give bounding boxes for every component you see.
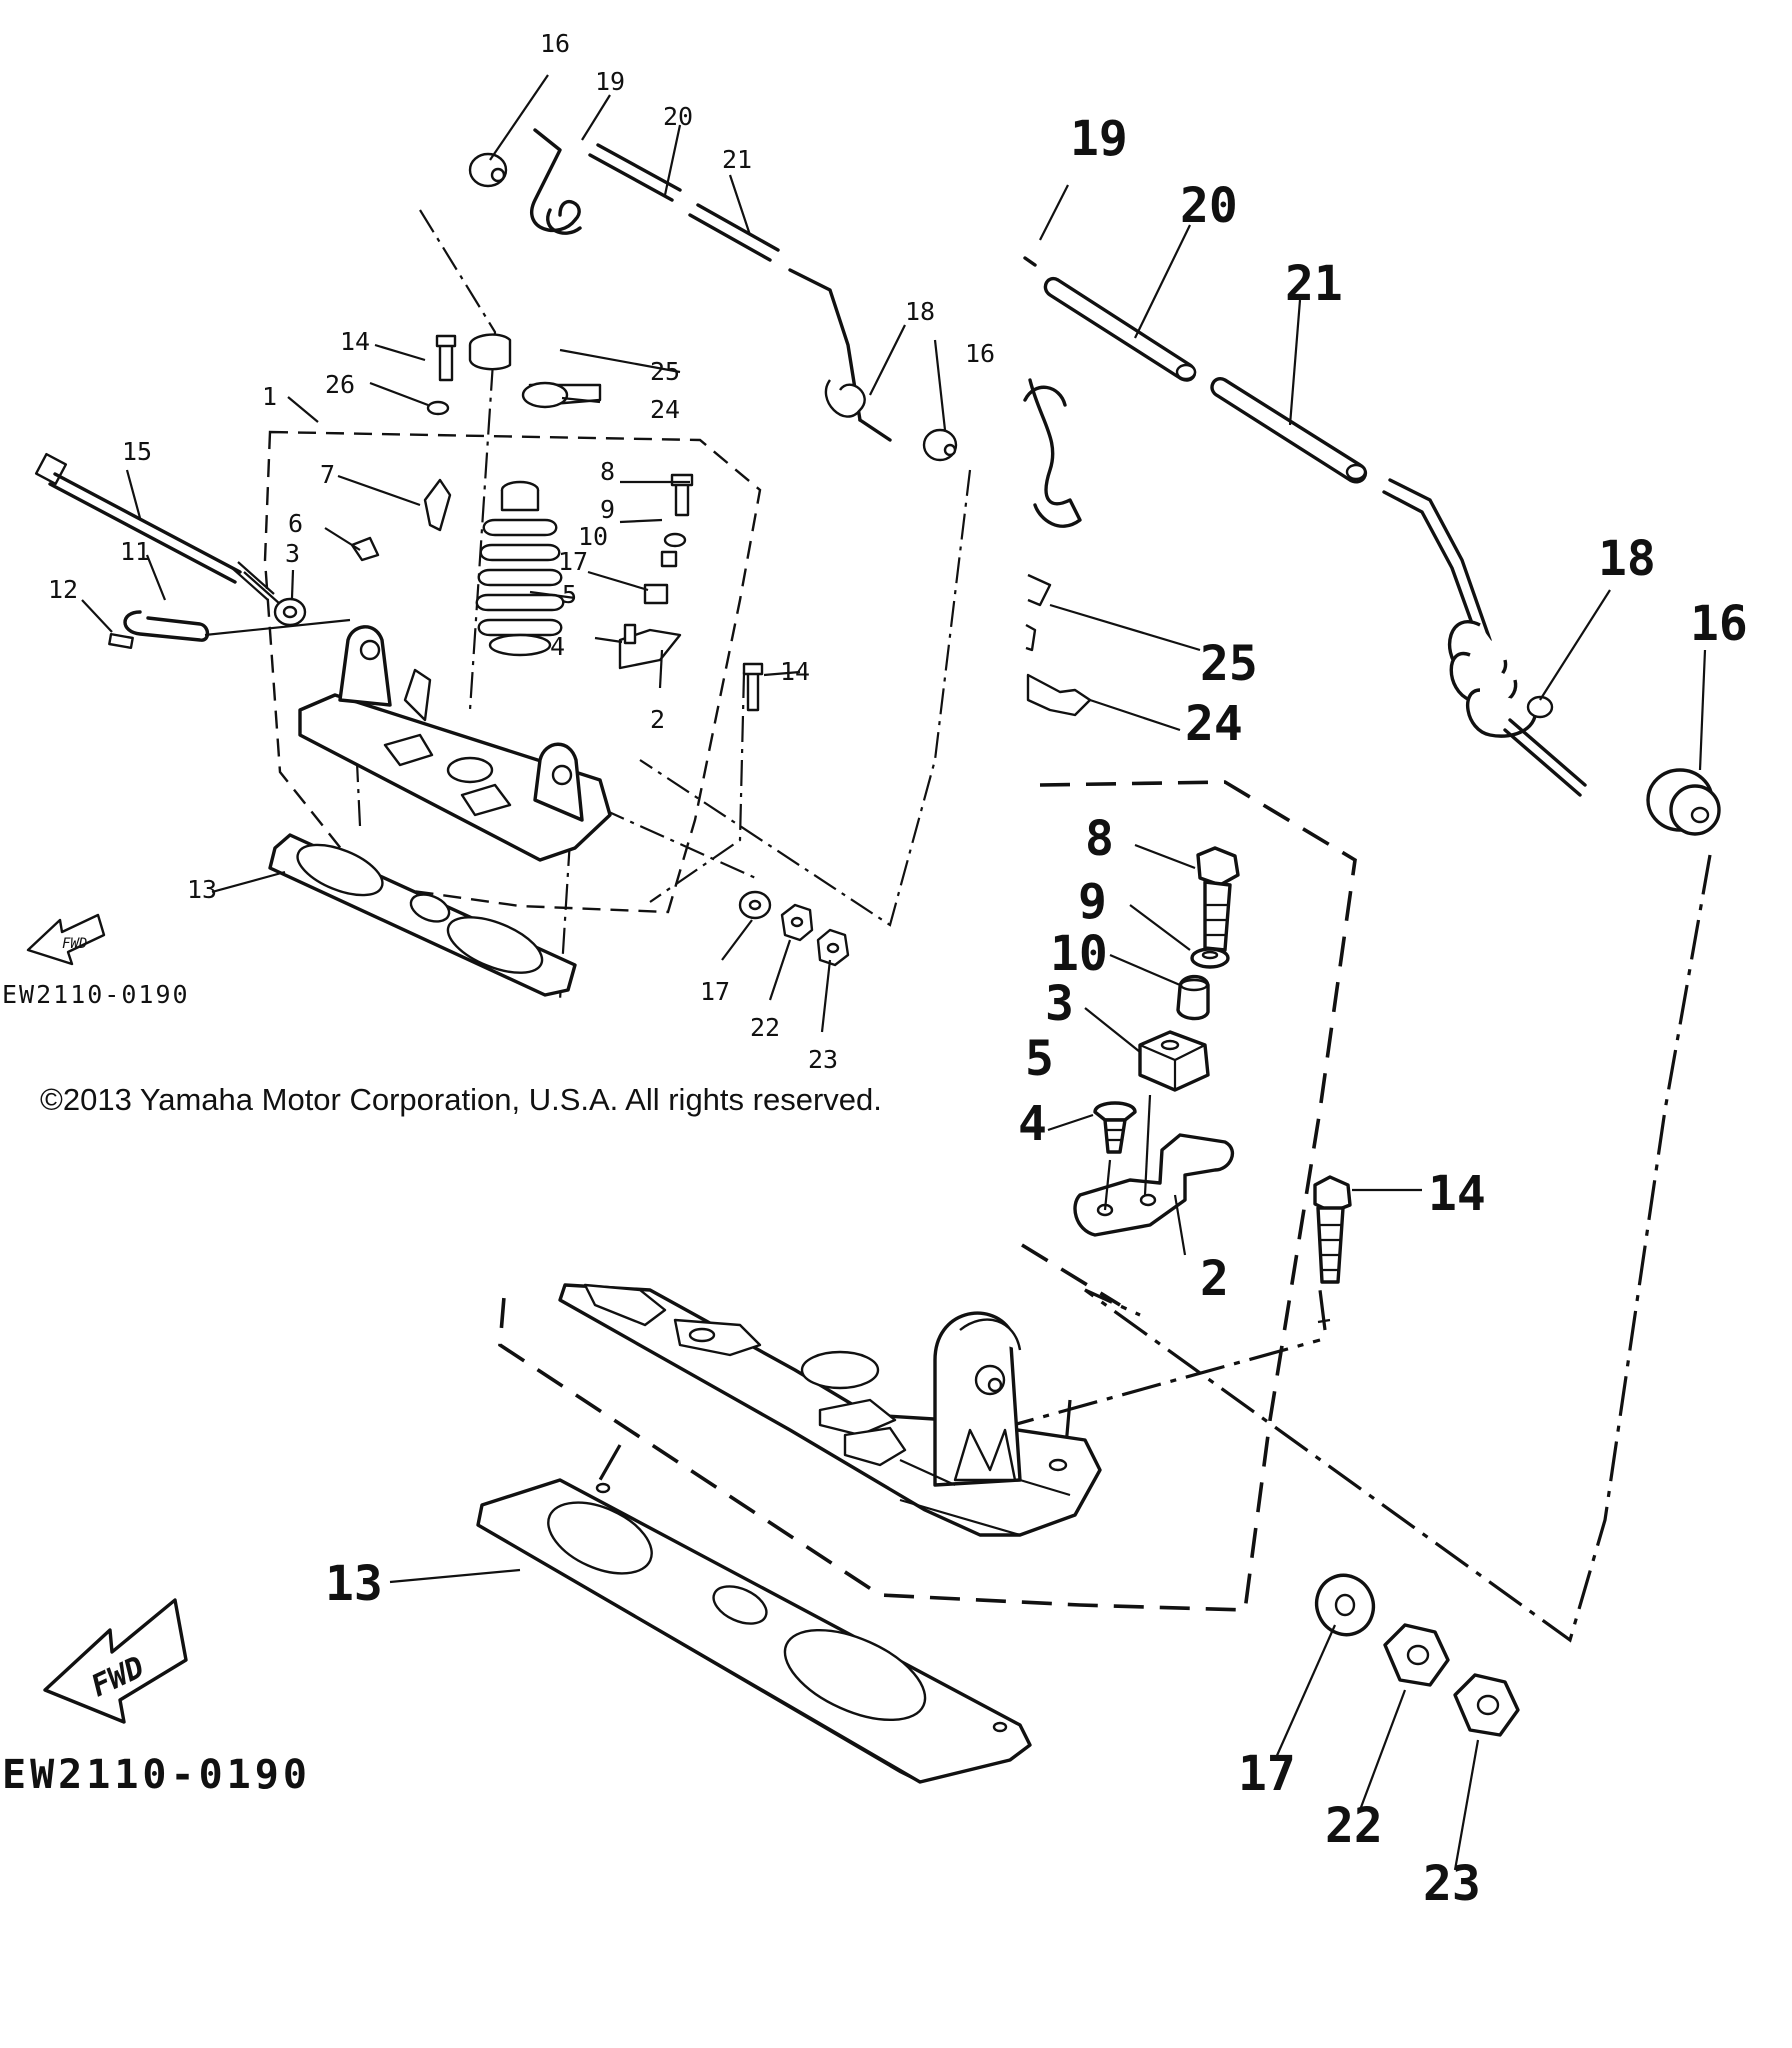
overview-callout-15: 15 — [122, 437, 152, 466]
overview-fwd-label: FWD — [62, 936, 87, 952]
overview-callout-8: 8 — [600, 457, 615, 486]
overview-callouts: 16 19 20 21 18 16 14 25 26 24 1 15 7 8 9 6 10 3 17 11 12 5 4 14… — [48, 29, 995, 1074]
overview-callout-23: 23 — [808, 1045, 838, 1074]
overview-callout-1: 1 — [262, 382, 277, 411]
overview-callout-6: 6 — [288, 509, 303, 538]
detail-callout-9: 9 — [1078, 874, 1107, 930]
overview-callout-17: 17 — [558, 547, 588, 576]
overview-callout-16: 16 — [540, 29, 570, 58]
overview-gasket — [268, 833, 577, 997]
overview-callout-11: 11 — [120, 537, 150, 566]
overview-callout-7: 7 — [320, 460, 335, 489]
overview-callout-25: 25 — [650, 357, 680, 386]
detail-callout-8: 8 — [1085, 811, 1114, 867]
overview-base-plate — [298, 625, 612, 862]
detail-callout-16: 16 — [1690, 596, 1748, 652]
overview-callout-14: 14 — [340, 327, 370, 356]
detail-callout-2: 2 — [1200, 1251, 1229, 1307]
overview-fwd-arrow: FWD — [26, 913, 106, 966]
detail-base-plate — [558, 1283, 1102, 1537]
detail-fwd-arrow: FWD — [43, 1598, 188, 1724]
detail-callout-13: 13 — [325, 1556, 383, 1612]
detail-callout-4: 4 — [1018, 1096, 1047, 1152]
overview-callout-12: 12 — [48, 575, 78, 604]
overview-callout-4: 4 — [550, 632, 565, 661]
detail-callout-22: 22 — [1325, 1798, 1383, 1854]
overview-long-bolt — [34, 452, 281, 605]
detail-callout-24: 24 — [1185, 696, 1243, 752]
copyright-notice: ©2013 Yamaha Motor Corporation, U.S.A. A… — [40, 1082, 882, 1117]
detail-callout-10: 10 — [1050, 926, 1108, 982]
overview-callout-2: 2 — [650, 705, 665, 734]
detail-callout-19: 19 — [1070, 111, 1128, 167]
detail-callout-17: 17 — [1238, 1746, 1296, 1802]
overview-callout-9: 9 — [600, 495, 615, 524]
detail-callout-3: 3 — [1045, 976, 1074, 1032]
overview-callout-5: 5 — [562, 580, 577, 609]
detail-callout-20: 20 — [1180, 178, 1238, 234]
overview-callout-13: 13 — [187, 875, 217, 904]
detail-callout-25: 25 — [1200, 636, 1258, 692]
overview-callout-14: 14 — [780, 657, 810, 686]
overview-callout-22: 22 — [750, 1013, 780, 1042]
overview-callout-24: 24 — [650, 395, 680, 424]
overview-callout-19: 19 — [595, 67, 625, 96]
overview-callout-3: 3 — [285, 539, 300, 568]
overview-diagram-code: EW2110-0190 — [2, 980, 190, 1009]
detail-callout-14: 14 — [1428, 1166, 1486, 1222]
detail-callout-5: 5 — [1025, 1031, 1054, 1087]
detail-callout-21: 21 — [1285, 256, 1343, 312]
overview-callout-26: 26 — [325, 370, 355, 399]
overview-callout-20: 20 — [663, 102, 693, 131]
detail-callout-23: 23 — [1423, 1856, 1481, 1912]
overview-diagram: FWD 161920211816142526241157896103171112… — [2, 29, 995, 1074]
overview-callout-18: 18 — [905, 297, 935, 326]
overview-callout-17: 17 — [700, 977, 730, 1006]
detail-diagram-code: EW2110-0190 — [2, 1752, 311, 1798]
detail-callout-18: 18 — [1598, 531, 1656, 587]
overview-callout-21: 21 — [722, 145, 752, 174]
overview-bellows — [475, 480, 565, 657]
overview-callout-16: 16 — [965, 339, 995, 368]
detail-gasket — [476, 1478, 1032, 1784]
overview-callout-10: 10 — [578, 522, 608, 551]
